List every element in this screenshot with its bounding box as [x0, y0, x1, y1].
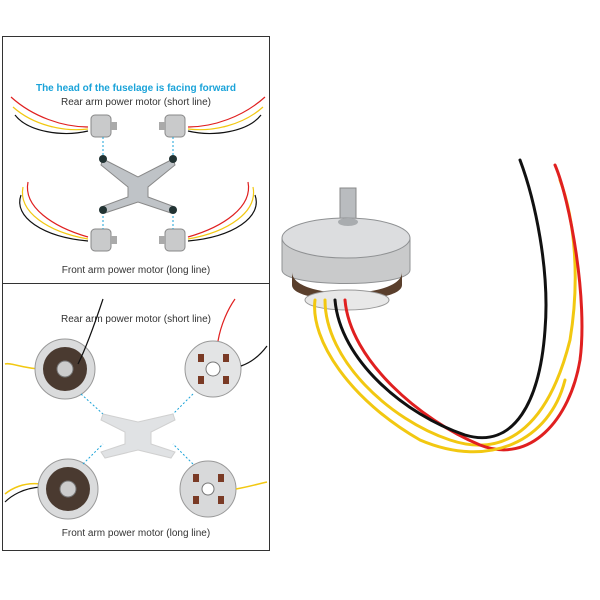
drone-body-faded — [100, 413, 176, 459]
motor-wires — [313, 158, 584, 454]
front-right-motor — [159, 228, 186, 252]
rear-left-motor — [90, 114, 117, 138]
rear-left-motor-open — [4, 298, 104, 400]
bottom-diagram-panel: Rear arm power motor (short line) Front … — [2, 283, 270, 551]
rear-right-motor-back — [184, 298, 268, 398]
bottom-diagram-illustration — [4, 298, 268, 520]
front-right-motor-back — [179, 460, 268, 518]
front-motor-label-bottom: Front arm power motor (long line) — [61, 528, 211, 539]
guide-lines — [102, 137, 174, 229]
front-motor-label-top: Front arm power motor (long line) — [61, 265, 211, 276]
rear-right-motor — [159, 114, 186, 138]
top-diagram-panel: The head of the fuselage is facing forwa… — [2, 36, 270, 284]
front-left-motor-wires — [19, 181, 89, 242]
top-diagram-illustration — [10, 96, 266, 252]
front-left-motor — [90, 228, 117, 252]
product-motor-illustration — [281, 158, 584, 454]
rear-motor-label-bottom: Rear arm power motor (short line) — [60, 314, 212, 325]
fuselage-direction-note: The head of the fuselage is facing forwa… — [35, 83, 237, 94]
guide-lines-bottom — [80, 393, 194, 465]
rear-left-motor-wires — [10, 96, 89, 135]
drone-body — [99, 155, 177, 214]
front-left-motor-open — [4, 458, 99, 520]
front-right-motor-wires — [187, 181, 257, 242]
rear-right-motor-wires — [187, 96, 266, 135]
motor-bell — [281, 217, 411, 284]
rear-motor-label-top: Rear arm power motor (short line) — [60, 97, 212, 108]
